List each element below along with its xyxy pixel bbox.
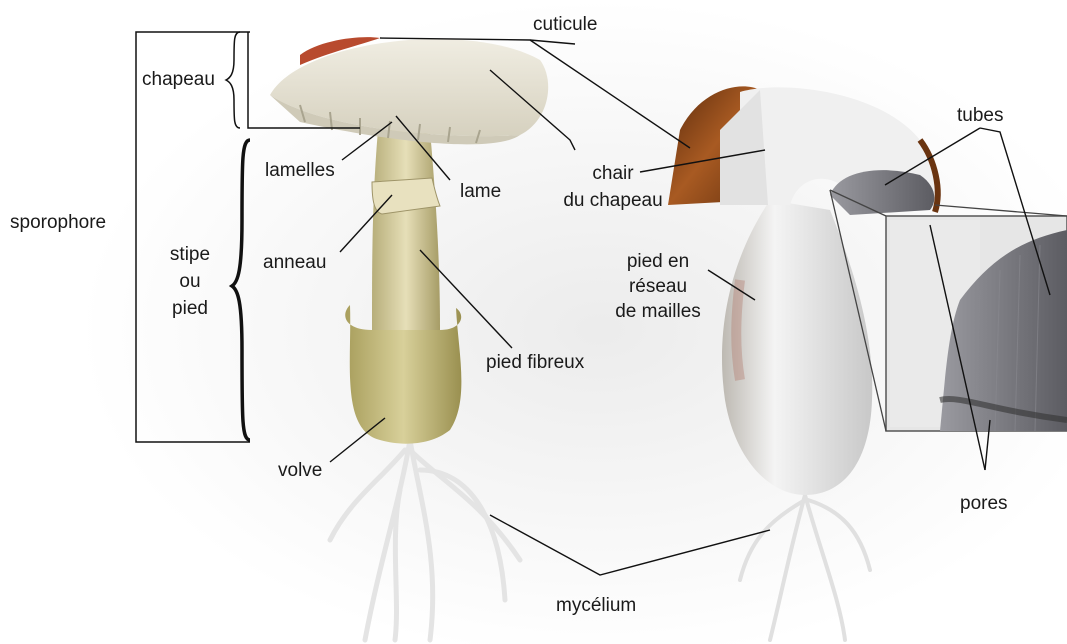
label-pied-reseau-line2: réseau	[598, 275, 718, 298]
label-tubes: tubes	[957, 104, 1003, 127]
label-stipe-ou-pied: stipe ou pied	[160, 243, 220, 320]
label-sporophore: sporophore	[10, 211, 106, 234]
left-stem	[372, 130, 440, 330]
label-lame: lame	[460, 180, 501, 203]
label-anneau: anneau	[263, 251, 326, 274]
label-stipe-line3: pied	[160, 297, 220, 320]
label-volve: volve	[278, 459, 322, 482]
label-pores: pores	[960, 492, 1008, 515]
label-pied-reseau-line3: de mailles	[598, 300, 718, 323]
label-pied-fibreux: pied fibreux	[486, 351, 584, 374]
label-pied-en-reseau: pied en réseau de mailles	[598, 250, 718, 323]
label-chair-line2: du chapeau	[553, 189, 673, 212]
label-stipe-line2: ou	[160, 270, 220, 293]
label-stipe-line1: stipe	[160, 243, 220, 266]
label-mycelium: mycélium	[556, 594, 636, 617]
label-lamelles: lamelles	[265, 159, 335, 182]
label-chapeau: chapeau	[142, 68, 215, 91]
label-pied-reseau-line1: pied en	[598, 250, 718, 273]
right-stem-blush	[736, 280, 740, 380]
label-cuticule: cuticule	[533, 13, 597, 36]
label-chair-line1: chair	[553, 162, 673, 185]
label-chair-du-chapeau: chair du chapeau	[553, 162, 673, 212]
